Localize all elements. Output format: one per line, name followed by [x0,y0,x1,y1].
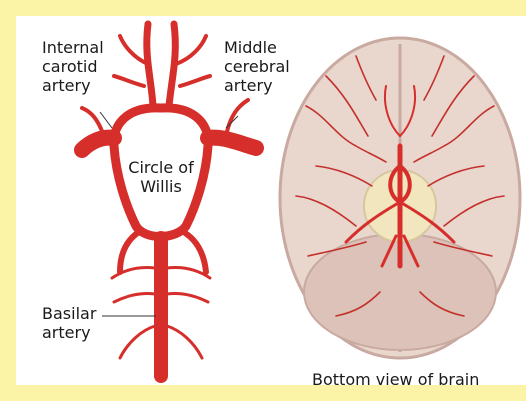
middle-cerebral-artery [208,138,256,148]
label-middle-cerebral-artery: Middle cerebral artery [224,38,290,95]
label-internal-carotid-artery: Internal carotid artery [42,38,104,95]
branch-vessel [120,326,155,358]
leader-line [100,112,112,128]
posterior-cerebral-artery-right [180,230,206,272]
branch-vessel [167,293,208,302]
caption-bottom-view-of-brain: Bottom view of brain [312,370,479,385]
illustration-panel: Internal carotid artery Middle cerebral … [16,16,526,385]
internal-carotid-artery [82,138,114,150]
brain-bottom-view [280,38,520,358]
branch-vessel [176,36,206,64]
branch-vessel [114,293,155,302]
branch-vessel [167,326,202,358]
label-basilar-artery: Basilar artery [42,304,96,342]
branch-vessel [114,76,144,86]
label-circle-of-willis: Circle of Willis [114,158,208,196]
posterior-cerebral-artery-left [120,230,142,272]
branch-vessel [226,100,248,136]
branch-vessel [180,76,210,86]
